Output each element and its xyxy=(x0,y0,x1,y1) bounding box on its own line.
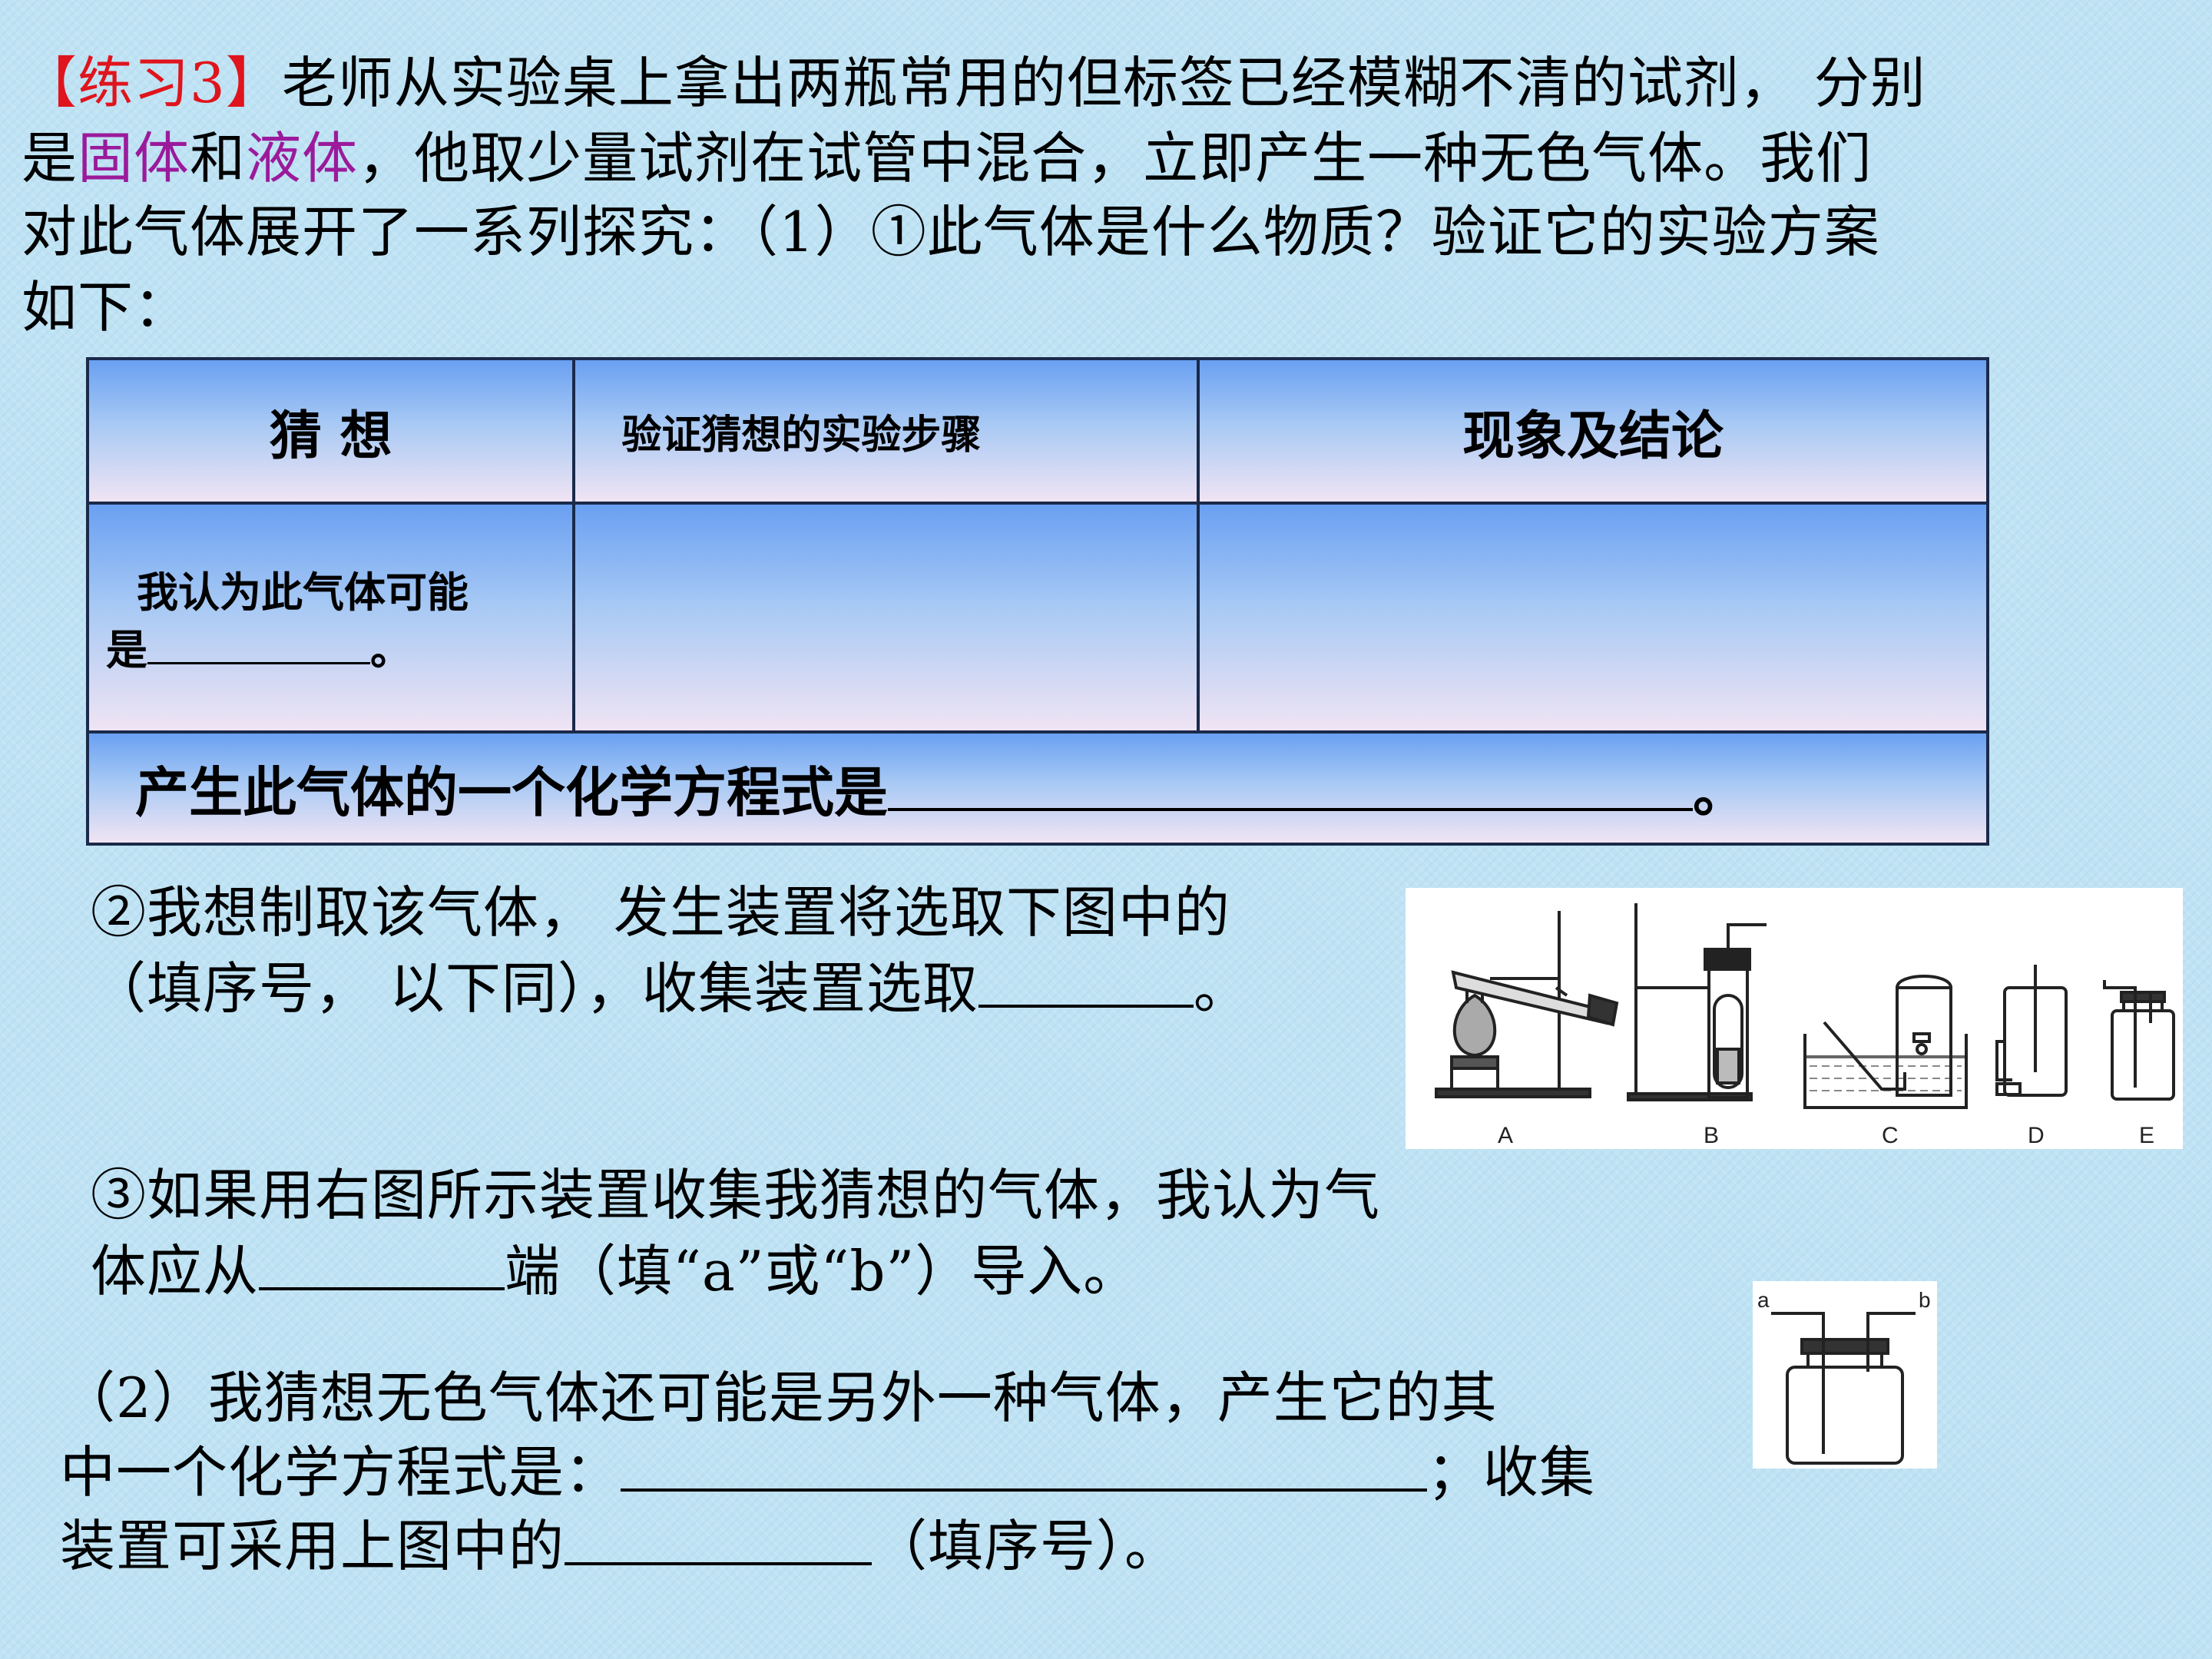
gas-bottle-figure: a b xyxy=(1753,1281,1937,1469)
table-header-row: 猜 想 验证猜想的实验步骤 现象及结论 xyxy=(85,357,1990,505)
label-b: B xyxy=(1704,1123,1719,1148)
header-result: 现象及结论 xyxy=(1196,357,1990,505)
header-steps: 验证猜想的实验步骤 xyxy=(572,357,1200,505)
equation-row: 产生此气体的一个化学方程式是。 xyxy=(86,730,1989,846)
header-guess: 猜 想 xyxy=(85,357,576,505)
apparatus-a xyxy=(1435,911,1619,1098)
port-a: a xyxy=(1757,1288,1770,1312)
q2-line-1: ②我想制取该气体， 发生装置将选取下图中的 xyxy=(91,880,1230,945)
q2-line-2: （填序号， 以下同），收集装置选取。 xyxy=(91,951,1250,1025)
q3-line-2: 体应从端（填“a”或“b”）导入。 xyxy=(91,1233,1139,1308)
exercise-tag: 【练习3】 xyxy=(22,51,282,115)
label-d: D xyxy=(2028,1123,2045,1148)
guess-text-2: 是。 xyxy=(106,621,572,678)
collect-blank[interactable] xyxy=(978,951,1194,1008)
apparatus-figure: A B C D E xyxy=(1406,888,2183,1149)
apparatus-e xyxy=(2103,980,2175,1101)
part2-equation-blank[interactable] xyxy=(621,1435,1428,1492)
q3-line-1: ③如果用右图所示装置收集我猜想的气体，我认为气 xyxy=(91,1163,1381,1227)
guess-blank[interactable] xyxy=(147,621,370,664)
apparatus-c xyxy=(1803,975,1968,1109)
solid-word: 固体 xyxy=(78,126,190,190)
intro-line-3: 对此气体展开了一系列探究：（1）①此气体是什么物质？验证它的实验方案 xyxy=(22,200,1880,264)
result-cell[interactable] xyxy=(1196,502,1990,733)
part2-collect-blank[interactable] xyxy=(565,1508,873,1565)
intro-line-4: 如下： xyxy=(22,275,190,339)
apparatus-b xyxy=(1627,903,1767,1101)
table-row: 我认为此气体可能 是。 xyxy=(85,502,1990,733)
label-e: E xyxy=(2139,1123,2154,1148)
part2-line-1: （2）我猜想无色气体还可能是另外一种气体，产生它的其 xyxy=(60,1366,1498,1430)
equation-blank[interactable] xyxy=(888,760,1693,811)
liquid-word: 液体 xyxy=(246,126,359,190)
intro-line-1: 【练习3】老师从实验桌上拿出两瓶常用的但标签已经模糊不清的试剂， 分别 xyxy=(22,51,1926,115)
part2-line-2: 中一个化学方程式是：；收集 xyxy=(60,1435,1595,1509)
steps-cell[interactable] xyxy=(572,502,1200,733)
hypothesis-table: 猜 想 验证猜想的实验步骤 现象及结论 我认为此气体可能 是。 产生此气体的一个… xyxy=(85,357,1990,846)
guess-text-1: 我认为此气体可能 xyxy=(137,568,469,617)
part2-line-3: 装置可采用上图中的（填序号）。 xyxy=(60,1508,1181,1583)
port-b: b xyxy=(1919,1288,1931,1312)
label-a: A xyxy=(1498,1123,1513,1148)
intro-line-2: 是固体和液体，他取少量试剂在试管中混合，立即产生一种无色气体。我们 xyxy=(22,126,1873,190)
label-c: C xyxy=(1882,1123,1899,1148)
inlet-blank[interactable] xyxy=(259,1233,505,1290)
guess-cell: 我认为此气体可能 是。 xyxy=(85,502,576,733)
apparatus-d xyxy=(1995,965,2068,1097)
equation-cell: 产生此气体的一个化学方程式是。 xyxy=(86,730,1989,846)
